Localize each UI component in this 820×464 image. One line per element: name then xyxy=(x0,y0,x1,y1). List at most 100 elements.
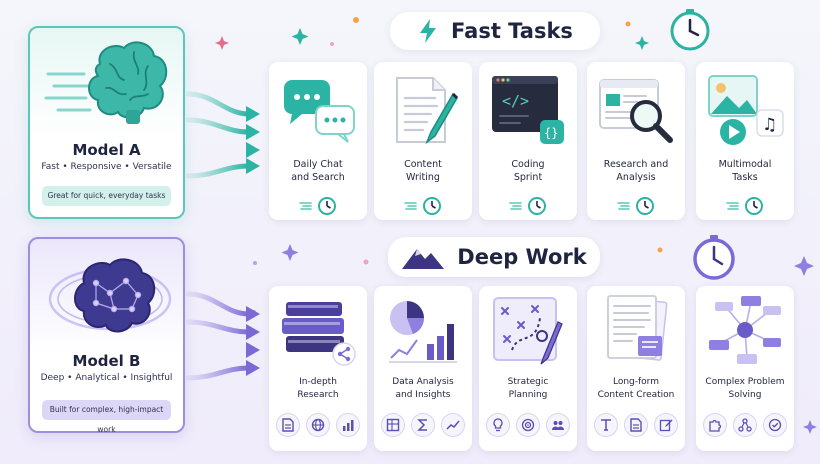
chat-bubbles-icon xyxy=(284,80,355,143)
speed-lines-icon xyxy=(617,202,630,210)
svg-text:{}: {} xyxy=(544,126,558,140)
fast-flow-arrows xyxy=(186,91,260,179)
dot-decoration xyxy=(253,261,257,265)
task-label: Multimodal Tasks xyxy=(718,159,772,183)
document-icon xyxy=(624,413,648,437)
network-icon xyxy=(733,413,757,437)
model-a-traits: Fast • Responsive • Versatile xyxy=(41,162,172,172)
fast-tasks-title: Fast Tasks xyxy=(451,19,573,43)
model-a-note: Great for quick, everyday tasks xyxy=(42,186,171,206)
sparkle-icon xyxy=(291,28,309,45)
text-icon xyxy=(594,413,618,437)
dot-decoration xyxy=(330,42,334,46)
sparkle-icon xyxy=(794,256,814,276)
sparkle-icon xyxy=(803,420,817,434)
task-card-coding-sprint[interactable]: </> {} Coding Sprint xyxy=(479,62,577,220)
lightbulb-icon xyxy=(486,413,510,437)
task-label: Complex Problem Solving xyxy=(705,377,785,400)
edit-icon xyxy=(654,413,678,437)
speed-lines-icon xyxy=(509,202,522,210)
code-editor-icon: </> {} xyxy=(492,76,564,144)
clock-icon xyxy=(636,197,654,215)
clock-icon xyxy=(423,197,441,215)
model-b-title: Model B xyxy=(72,352,141,370)
dot-decoration xyxy=(625,21,631,27)
clock-icon xyxy=(693,235,735,280)
capability-icons xyxy=(269,413,367,439)
svg-text:</>: </> xyxy=(502,92,529,110)
dot-decoration xyxy=(363,259,369,265)
model-b-card: Model B Deep • Analytical • Insightful B… xyxy=(28,237,185,434)
dot-decoration xyxy=(353,17,359,23)
task-card-complex-problem[interactable]: Complex Problem Solving xyxy=(696,286,794,451)
deep-flow-arrows xyxy=(186,291,260,381)
table-icon xyxy=(381,413,405,437)
speed-lines-icon xyxy=(726,202,739,210)
books-icon xyxy=(282,302,356,366)
long-document-icon xyxy=(607,295,668,361)
trend-line-icon xyxy=(441,413,465,437)
clock-icon xyxy=(528,197,546,215)
speed-indicator xyxy=(374,195,472,217)
speed-indicator xyxy=(479,195,577,217)
speed-lines-icon xyxy=(404,202,417,210)
sparkle-icon xyxy=(635,36,649,50)
team-icon xyxy=(546,413,570,437)
clock-icon xyxy=(745,197,763,215)
deep-work-title: Deep Work xyxy=(457,245,587,269)
capability-icons xyxy=(696,413,794,439)
model-a-card: Model A Fast • Responsive • Versatile Gr… xyxy=(28,26,185,219)
puzzle-icon xyxy=(703,413,727,437)
speed-indicator xyxy=(269,195,367,217)
magnifier-browser-icon xyxy=(599,79,673,143)
task-card-research-analysis[interactable]: Research and Analysis xyxy=(587,62,685,220)
task-label: Strategic Planning xyxy=(507,377,549,400)
target-icon xyxy=(516,413,540,437)
task-label: Daily Chat and Search xyxy=(291,159,345,183)
task-label: In-depth Research xyxy=(297,377,339,400)
task-card-in-depth-research[interactable]: In-depth Research xyxy=(269,286,367,451)
speed-lines-icon xyxy=(299,202,312,210)
check-circle-icon xyxy=(763,413,787,437)
model-b-note: Built for complex, high-impact work xyxy=(42,400,171,434)
mountain-icon xyxy=(402,249,445,269)
capability-icons xyxy=(374,413,472,439)
lightning-icon xyxy=(420,19,437,43)
clock-icon xyxy=(318,197,336,215)
capability-icons xyxy=(587,413,685,439)
brain-network-icon xyxy=(48,258,172,333)
task-label: Data Analysis and Insights xyxy=(392,377,454,400)
clock-icon xyxy=(670,9,710,51)
task-label: Content Writing xyxy=(404,159,442,183)
sigma-icon xyxy=(411,413,435,437)
capability-icons xyxy=(479,413,577,439)
task-label: Research and Analysis xyxy=(603,159,669,183)
document-pen-icon xyxy=(396,77,459,145)
task-label: Coding Sprint xyxy=(511,159,545,183)
deep-work-header: Deep Work xyxy=(388,237,600,277)
svg-text:♫: ♫ xyxy=(762,115,777,135)
globe-icon xyxy=(306,413,330,437)
brain-icon xyxy=(44,41,168,124)
speed-indicator xyxy=(587,195,685,217)
task-card-multimodal[interactable]: ♫ Multimodal Tasks xyxy=(696,62,794,220)
bar-chart-icon xyxy=(336,413,360,437)
task-card-data-analysis[interactable]: Data Analysis and Insights xyxy=(374,286,472,451)
task-card-long-form-content[interactable]: Long-form Content Creation xyxy=(587,286,685,451)
node-map-icon xyxy=(709,296,781,364)
data-charts-icon xyxy=(389,301,457,363)
media-icon: ♫ xyxy=(708,75,784,145)
task-label: Long-form Content Creation xyxy=(597,377,675,400)
task-card-content-writing[interactable]: Content Writing xyxy=(374,62,472,220)
strategy-board-icon xyxy=(493,297,563,365)
model-b-traits: Deep • Analytical • Insightful xyxy=(40,373,173,383)
fast-tasks-header: Fast Tasks xyxy=(390,12,600,50)
task-card-strategic-planning[interactable]: Strategic Planning xyxy=(479,286,577,451)
sparkle-icon xyxy=(281,244,299,261)
dot-decoration xyxy=(657,247,663,253)
speed-indicator xyxy=(696,195,794,217)
task-card-daily-chat[interactable]: Daily Chat and Search xyxy=(269,62,367,220)
sparkle-icon xyxy=(215,36,229,50)
model-a-title: Model A xyxy=(72,141,141,159)
document-icon xyxy=(276,413,300,437)
